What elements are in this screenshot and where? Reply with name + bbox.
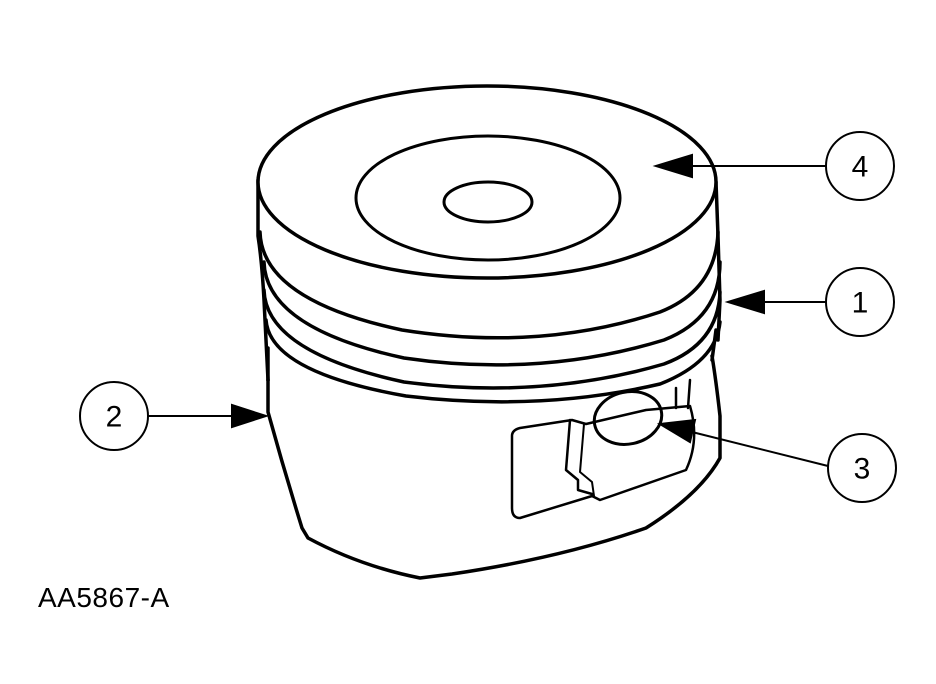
callout-number-3: 3 xyxy=(854,453,871,486)
pin-boss-recess xyxy=(510,404,696,520)
pin-boss-rib-inner xyxy=(579,423,595,497)
callout-number-1: 1 xyxy=(852,287,869,320)
figure-id: AA5867-A xyxy=(38,582,170,613)
crown-left-wall xyxy=(256,178,270,382)
callout-number-4: 4 xyxy=(852,151,869,184)
arrowhead-1 xyxy=(724,289,765,315)
callout-circle-1 xyxy=(825,267,895,337)
crown-center xyxy=(442,180,534,224)
callout-number-2: 2 xyxy=(106,401,123,434)
ring-groove-4 xyxy=(264,318,722,404)
piston-skirt xyxy=(266,354,722,580)
callout-circle-2 xyxy=(79,381,149,451)
callout-circle-4 xyxy=(825,131,895,201)
arrowhead-2 xyxy=(231,403,270,429)
ring-groove-2 xyxy=(262,260,722,367)
arrowhead-3 xyxy=(656,418,697,444)
arrowhead-4 xyxy=(652,153,693,179)
crown-right-wall xyxy=(714,180,722,342)
ring-groove-1 xyxy=(258,230,720,340)
pin-boss-rib xyxy=(564,418,594,496)
crown-bowl xyxy=(354,134,622,262)
ring-groove-3 xyxy=(262,288,722,390)
callout-circle-3 xyxy=(827,433,897,503)
pin-boss-slot xyxy=(674,378,692,410)
leader-line-3 xyxy=(691,431,829,467)
